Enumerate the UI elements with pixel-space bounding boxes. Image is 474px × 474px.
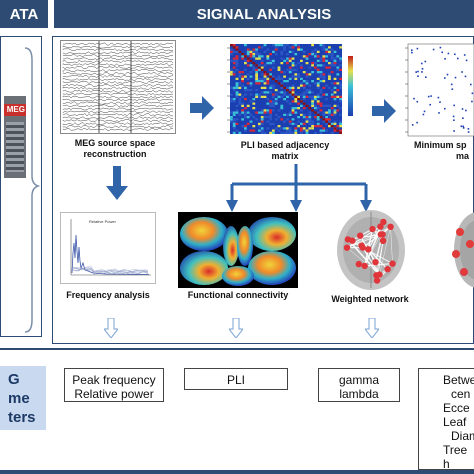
section-divider [0,348,474,350]
meg-scanner-image: MEG [4,96,26,178]
mst-network-image [448,208,474,292]
pli-output-line1: PLI [226,373,245,387]
meg-scanner-body [6,122,24,172]
parameters-box: G me ters [0,366,46,430]
mst-caption-line1: Minimum sp [414,140,467,150]
mst-output-line4: Leaf [443,415,467,429]
weighted-caption: Weighted network [331,294,409,304]
mst-output-box: Betwe cen Ecce Leaf Diam Tree h [418,368,474,471]
frequency-caption: Frequency analysis [66,290,150,300]
meg-label-badge: MEG [4,104,26,116]
weighted-network-image [330,208,412,292]
pli-matrix-caption-line2: matrix [271,151,299,161]
meg-source-caption-line2: reconstruction [83,149,147,159]
meg-timeseries-image [60,40,176,134]
mst-output-line5: Diam [443,429,474,443]
functional-caption: Functional connectivity [187,290,289,300]
mst-output-line3: Ecce [443,401,470,415]
bottom-bar [0,470,474,474]
grouping-bracket [24,47,40,333]
parameters-line2: me [8,390,30,407]
data-header: ATA [0,0,48,28]
mst-network-plot [452,212,474,288]
frequency-spectrum-plot [70,219,151,276]
parameters-line3: ters [8,409,36,426]
parameters-line1: G [8,371,20,388]
pli-matrix-image [218,42,364,138]
meg-source-caption: MEG source space reconstruction [56,138,174,160]
arrow-down-light-icon [229,318,243,338]
pli-matrix-caption-line1: PLI based adjacency [240,140,330,150]
branch-connector [226,164,372,212]
mst-output-line6: Tree h [443,443,468,471]
arrow-right-icon [372,99,396,123]
signal-analysis-header: SIGNAL ANALYSIS [54,0,474,28]
weighted-network-plot [337,210,405,290]
signal-analysis-header-label: SIGNAL ANALYSIS [196,5,332,23]
weighted-output-line1: gamma [338,373,379,387]
mst-caption-line2-text: ma [456,151,470,161]
mst-matrix-image [398,42,474,138]
meg-source-caption-line1: MEG source space [74,138,156,148]
arrow-down-icon [106,166,128,200]
data-panel [0,36,42,337]
freq-output-line1: Peak frequency [72,373,156,387]
meg-label: MEG [6,105,25,114]
data-header-label: ATA [9,5,39,23]
mst-output-line2-text: cen [451,387,471,401]
arrow-right-icon [190,96,214,120]
arrow-down-light-icon [104,318,118,338]
mst-caption: Minimum sp ma [414,140,474,162]
weighted-output-box: gamma lambda [318,368,400,402]
meg-timeseries-plot [62,41,174,133]
spectrum-title: Relative Power [89,219,116,224]
pli-matrix-caption: PLI based adjacency matrix [220,140,350,162]
weighted-output-line2: lambda [339,387,379,401]
freq-output-line2: Relative power [74,387,154,401]
brain-surface-maps [180,217,296,286]
mst-output-line1: Betwe [443,373,474,387]
mst-caption-line2: ma [414,151,474,162]
arrow-down-light-icon [365,318,379,338]
pli-matrix-heatmap [227,44,353,134]
functional-connectivity-image [178,212,298,288]
mst-output-line5-text: Diam [451,429,474,443]
mst-matrix-plot [405,43,474,137]
pli-output-box: PLI [184,368,288,390]
frequency-output-box: Peak frequency Relative power [64,368,164,402]
mst-output-line2: cen [443,387,474,401]
frequency-spectrum-image: Relative Power [60,212,156,284]
